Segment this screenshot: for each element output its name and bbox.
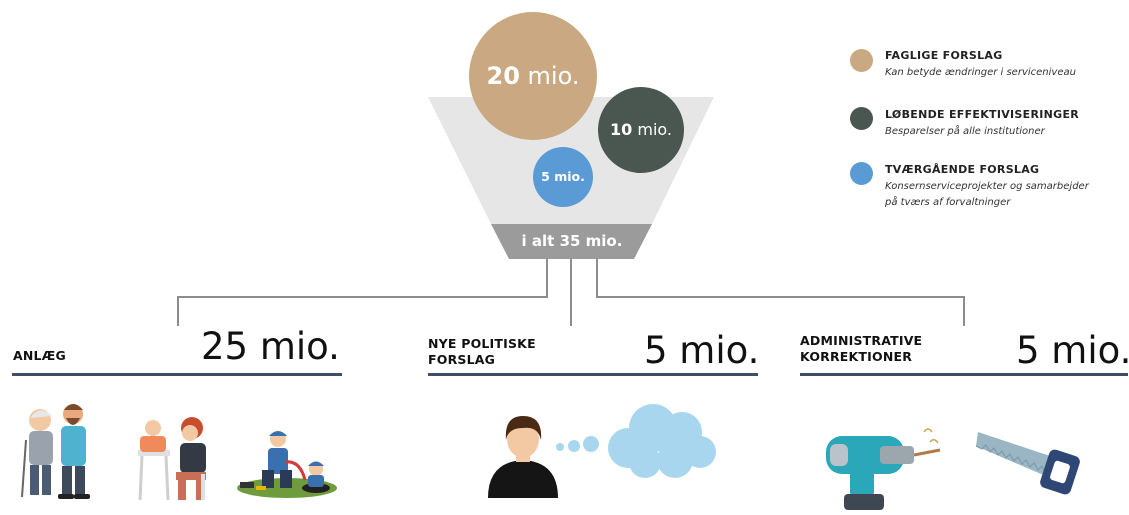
- funnel-total-label: i alt 35 mio.: [521, 232, 623, 250]
- bubble-label-loebende: 10 mio.: [598, 120, 684, 139]
- legend-title-faglige: FAGLIGE FORSLAG: [885, 49, 1003, 62]
- category-title-administrative-line1: ADMINISTRATIVE: [800, 333, 923, 348]
- category-amount-anlaeg: 25 mio.: [201, 325, 340, 368]
- legend-desc-faglige: Kan betyde ændringer i serviceniveau: [885, 67, 1076, 78]
- legend-title-loebende: LØBENDE EFFEKTIVISERINGER: [885, 108, 1080, 121]
- category-title-nye-politiske-line2: FORSLAG: [428, 352, 496, 367]
- legend-desc-tvaergaaende-line1: Konsernserviceprojekter og samarbejder: [885, 181, 1089, 192]
- bubble-label-tvaergaaende: 5 mio.: [533, 169, 593, 184]
- category-title-nye-politiske-line1: NYE POLITISKE: [428, 336, 536, 351]
- category-amount-nye-politiske: 5 mio.: [644, 329, 760, 372]
- bubble-unit: mio.: [549, 169, 585, 184]
- road-workers-illustration-icon: [237, 431, 337, 498]
- bubble-tvaergaaende: [533, 147, 593, 207]
- category-title-administrative-line2: KORREKTIONER: [800, 349, 913, 364]
- legend-desc-loebende: Besparelser på alle institutioner: [885, 126, 1045, 137]
- legend-dot-tvaergaaende: [850, 162, 873, 185]
- bubble-unit: mio.: [632, 120, 672, 139]
- legend-desc-tvaergaaende-line2: på tværs af forvaltninger: [885, 197, 1011, 208]
- bubble-number: 5: [541, 169, 550, 184]
- bubble-number: 10: [610, 120, 633, 139]
- bubble-number: 20: [486, 62, 520, 90]
- category-underline-nye-politiske: [428, 373, 758, 376]
- thinking-person-illustration-icon: [488, 416, 558, 498]
- bubble-loebende: [598, 87, 684, 173]
- legend-dot-loebende: [850, 107, 873, 130]
- drill-icon: [826, 428, 941, 510]
- bubble-faglige: [469, 12, 597, 140]
- child-care-illustration-icon: [138, 417, 206, 501]
- funnel-base: [491, 224, 652, 259]
- connector-lines: [177, 259, 965, 326]
- category-underline-anlaeg: [12, 373, 342, 376]
- bubble-unit: mio.: [519, 62, 580, 90]
- thought-cloud-icon: [556, 404, 716, 478]
- category-title-anlaeg: ANLÆG: [13, 348, 66, 363]
- category-amount-administrative: 5 mio.: [1016, 329, 1129, 372]
- saw-icon: [975, 432, 1080, 495]
- elderly-care-illustration-icon: [21, 404, 90, 499]
- legend-dot-faglige: [850, 49, 873, 72]
- category-underline-administrative: [800, 373, 1128, 376]
- bubble-label-faglige: 20 mio.: [469, 62, 597, 90]
- legend-title-tvaergaaende: TVÆRGÅENDE FORSLAG: [885, 163, 1040, 176]
